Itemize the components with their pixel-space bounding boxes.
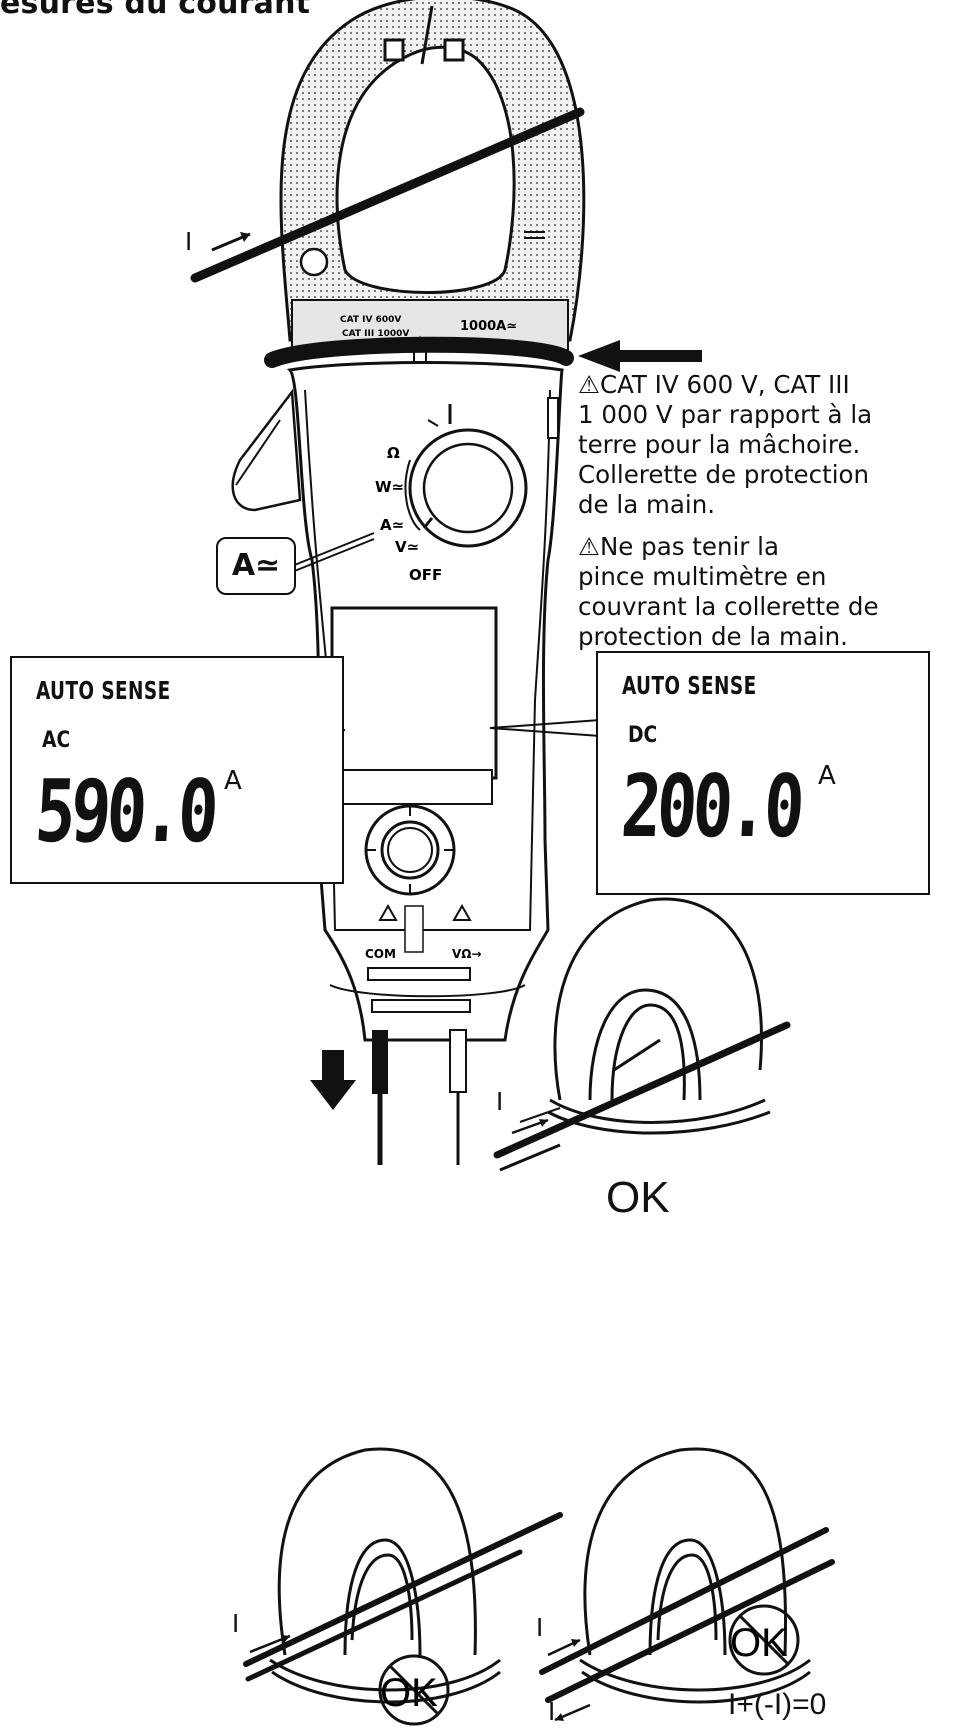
lcd-reading: 200.0 bbox=[618, 757, 803, 857]
hand-guard-warning: ⚠Ne pas tenir la pince multimètre en cou… bbox=[578, 532, 879, 652]
page-title: esures du courant bbox=[0, 0, 311, 21]
current-label-wrong-1: I bbox=[232, 1608, 240, 1638]
jaw-trigger bbox=[231, 388, 302, 512]
svg-text:CAT IV 600V: CAT IV 600V bbox=[340, 315, 401, 325]
not-ok-label-1: OK bbox=[380, 1671, 438, 1715]
warning-line: protection de la main. bbox=[578, 622, 848, 651]
not-ok-label-2: OK bbox=[730, 1621, 788, 1665]
function-tag: A≃ bbox=[216, 537, 296, 595]
warning-line: ⚠CAT IV 600 V, CAT III bbox=[578, 370, 850, 399]
jaw-rating-warning: ⚠CAT IV 600 V, CAT III 1 000 V par rappo… bbox=[578, 370, 872, 520]
conductor-wire bbox=[190, 107, 585, 283]
warning-line: pince multimètre en bbox=[578, 562, 827, 591]
warning-line: terre pour la mâchoire. bbox=[578, 430, 861, 459]
svg-text:V≃: V≃ bbox=[395, 538, 419, 556]
down-arrow bbox=[310, 1050, 356, 1110]
warning-line: 1 000 V par rapport à la bbox=[578, 400, 873, 429]
unit-label: A bbox=[224, 766, 242, 796]
jaw-opening bbox=[335, 45, 516, 294]
mode-label: AC bbox=[42, 728, 71, 753]
collar-arrow bbox=[578, 340, 702, 372]
svg-text:OFF: OFF bbox=[409, 566, 442, 584]
svg-text:COM: COM bbox=[365, 947, 396, 961]
cancellation-formula: I+(-I)=0 bbox=[728, 1688, 827, 1721]
current-label-ok: I bbox=[496, 1086, 504, 1116]
current-label-wrong-2-b: I bbox=[548, 1696, 556, 1726]
warning-line: de la main. bbox=[578, 490, 716, 519]
warning-line: couvrant la collerette de bbox=[578, 592, 879, 621]
auto-sense-label: AUTO SENSE bbox=[622, 671, 757, 700]
example-wrong-1 bbox=[269, 1447, 501, 1704]
auto-sense-label: AUTO SENSE bbox=[36, 676, 171, 705]
com-probe bbox=[372, 1030, 388, 1094]
svg-text:W≃: W≃ bbox=[375, 478, 404, 496]
svg-text:CAT III 1000V: CAT III 1000V bbox=[342, 329, 409, 339]
current-label-wrong-2-a: I bbox=[536, 1612, 544, 1642]
lcd-callout-dc: AUTO SENSE DC 200.0 A bbox=[596, 651, 930, 895]
conductor-ok bbox=[493, 1021, 791, 1159]
meter-display bbox=[330, 606, 498, 780]
example-correct bbox=[499, 897, 771, 1172]
svg-text:Ω: Ω bbox=[387, 444, 400, 462]
warning-line: ⚠Ne pas tenir la bbox=[578, 532, 779, 561]
hand-guard-collar bbox=[264, 336, 574, 368]
lcd-callout-ac: AUTO SENSE AC 590.0 A bbox=[10, 656, 344, 884]
svg-text:VΩ→: VΩ→ bbox=[452, 947, 482, 961]
prohibited-icon bbox=[378, 1654, 450, 1726]
unit-label: A bbox=[818, 761, 836, 791]
v-probe bbox=[449, 1029, 467, 1093]
svg-text:A≃: A≃ bbox=[380, 516, 404, 534]
jaw-rating-text: 1000A≃ bbox=[460, 319, 517, 334]
warning-line: Collerette de protection bbox=[578, 460, 870, 489]
lcd-reading: 590.0 bbox=[32, 762, 217, 862]
mode-label: DC bbox=[628, 723, 658, 748]
ok-label: OK bbox=[606, 1173, 670, 1222]
current-label: I bbox=[185, 226, 193, 256]
prohibited-icon bbox=[728, 1604, 800, 1676]
